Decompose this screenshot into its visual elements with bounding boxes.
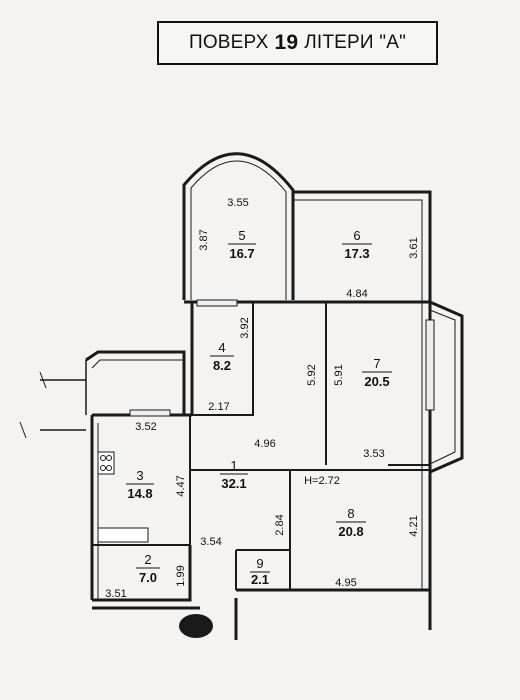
wall-left-stubs <box>40 379 86 431</box>
entrance-marker <box>179 614 213 638</box>
room9-number: 9 <box>256 556 263 571</box>
dim-room5-width: 3.55 <box>227 197 248 209</box>
room5-area: 16.7 <box>229 246 254 261</box>
break-marks-left <box>19 371 47 439</box>
dim-room6-depth: 3.61 <box>408 237 420 258</box>
room3-number: 3 <box>136 468 143 483</box>
dim-hall-width: 4.96 <box>254 438 275 450</box>
floor-title: ПОВЕРХ 19 ЛІТЕРИ "А" <box>157 21 438 65</box>
dim-room5-depth: 3.87 <box>198 229 210 250</box>
dim-room7-depth-right: 5.91 <box>333 364 345 385</box>
dim-room9-depth: 2.84 <box>274 514 286 535</box>
room2-number: 2 <box>144 552 151 567</box>
wall-room5-bay <box>182 152 295 300</box>
burner <box>100 455 106 461</box>
room2-area: 7.0 <box>139 570 157 585</box>
dim-room4-width: 2.17 <box>208 401 229 413</box>
room6-area: 17.3 <box>344 246 369 261</box>
burner <box>106 465 112 471</box>
window-room3 <box>129 409 171 417</box>
wall-room7-bay <box>429 300 464 474</box>
dim-room2-depth: 1.99 <box>175 565 187 586</box>
title-prefix: ПОВЕРХ <box>188 32 269 53</box>
room4-area: 8.2 <box>213 358 231 373</box>
wall-room4-right <box>192 302 254 416</box>
title-floor-number: 19 <box>274 31 299 54</box>
room1-number: 1 <box>230 458 237 473</box>
wall-balcony <box>85 350 186 415</box>
burner <box>100 465 106 471</box>
dim-room2-width: 3.51 <box>105 588 126 600</box>
dim-room7-depth-left: 5.92 <box>306 364 318 385</box>
room4-number: 4 <box>218 340 225 355</box>
room9-area: 2.1 <box>251 572 269 587</box>
wall-room6-inner <box>293 199 423 300</box>
burner <box>106 455 112 461</box>
wall-room5-bay-inner <box>190 160 287 300</box>
wall-room7-bay-inner <box>429 309 456 465</box>
stove-icon <box>97 451 115 475</box>
wall-room2 <box>92 545 192 602</box>
dim-room4-depth: 3.92 <box>239 317 251 338</box>
room7-number: 7 <box>373 356 380 371</box>
room1-area: 32.1 <box>221 476 246 491</box>
room6-number: 6 <box>353 228 360 243</box>
window-room7 <box>425 319 435 411</box>
wall-room6 <box>293 190 432 300</box>
room3-area: 14.8 <box>127 486 152 501</box>
ceiling-height: H=2.72 <box>304 475 340 487</box>
room7-area: 20.5 <box>364 374 389 389</box>
window-room4 <box>196 299 238 307</box>
room5-number: 5 <box>238 228 245 243</box>
dim-room3-depth: 4.47 <box>175 475 187 496</box>
dim-room8-width: 4.95 <box>335 577 356 589</box>
dim-room8-depth: 4.21 <box>408 515 420 536</box>
title-suffix: ЛІТЕРИ "А" <box>304 32 407 53</box>
wall-balcony-inner <box>91 359 184 369</box>
dim-room7-width: 3.53 <box>363 448 384 460</box>
dim-corridor-width: 3.54 <box>200 536 221 548</box>
dim-room3-width: 3.52 <box>135 421 156 433</box>
room8-area: 20.8 <box>338 524 363 539</box>
dim-room6-width: 4.84 <box>346 288 367 300</box>
room8-number: 8 <box>347 506 354 521</box>
kitchen-counter <box>97 527 149 543</box>
